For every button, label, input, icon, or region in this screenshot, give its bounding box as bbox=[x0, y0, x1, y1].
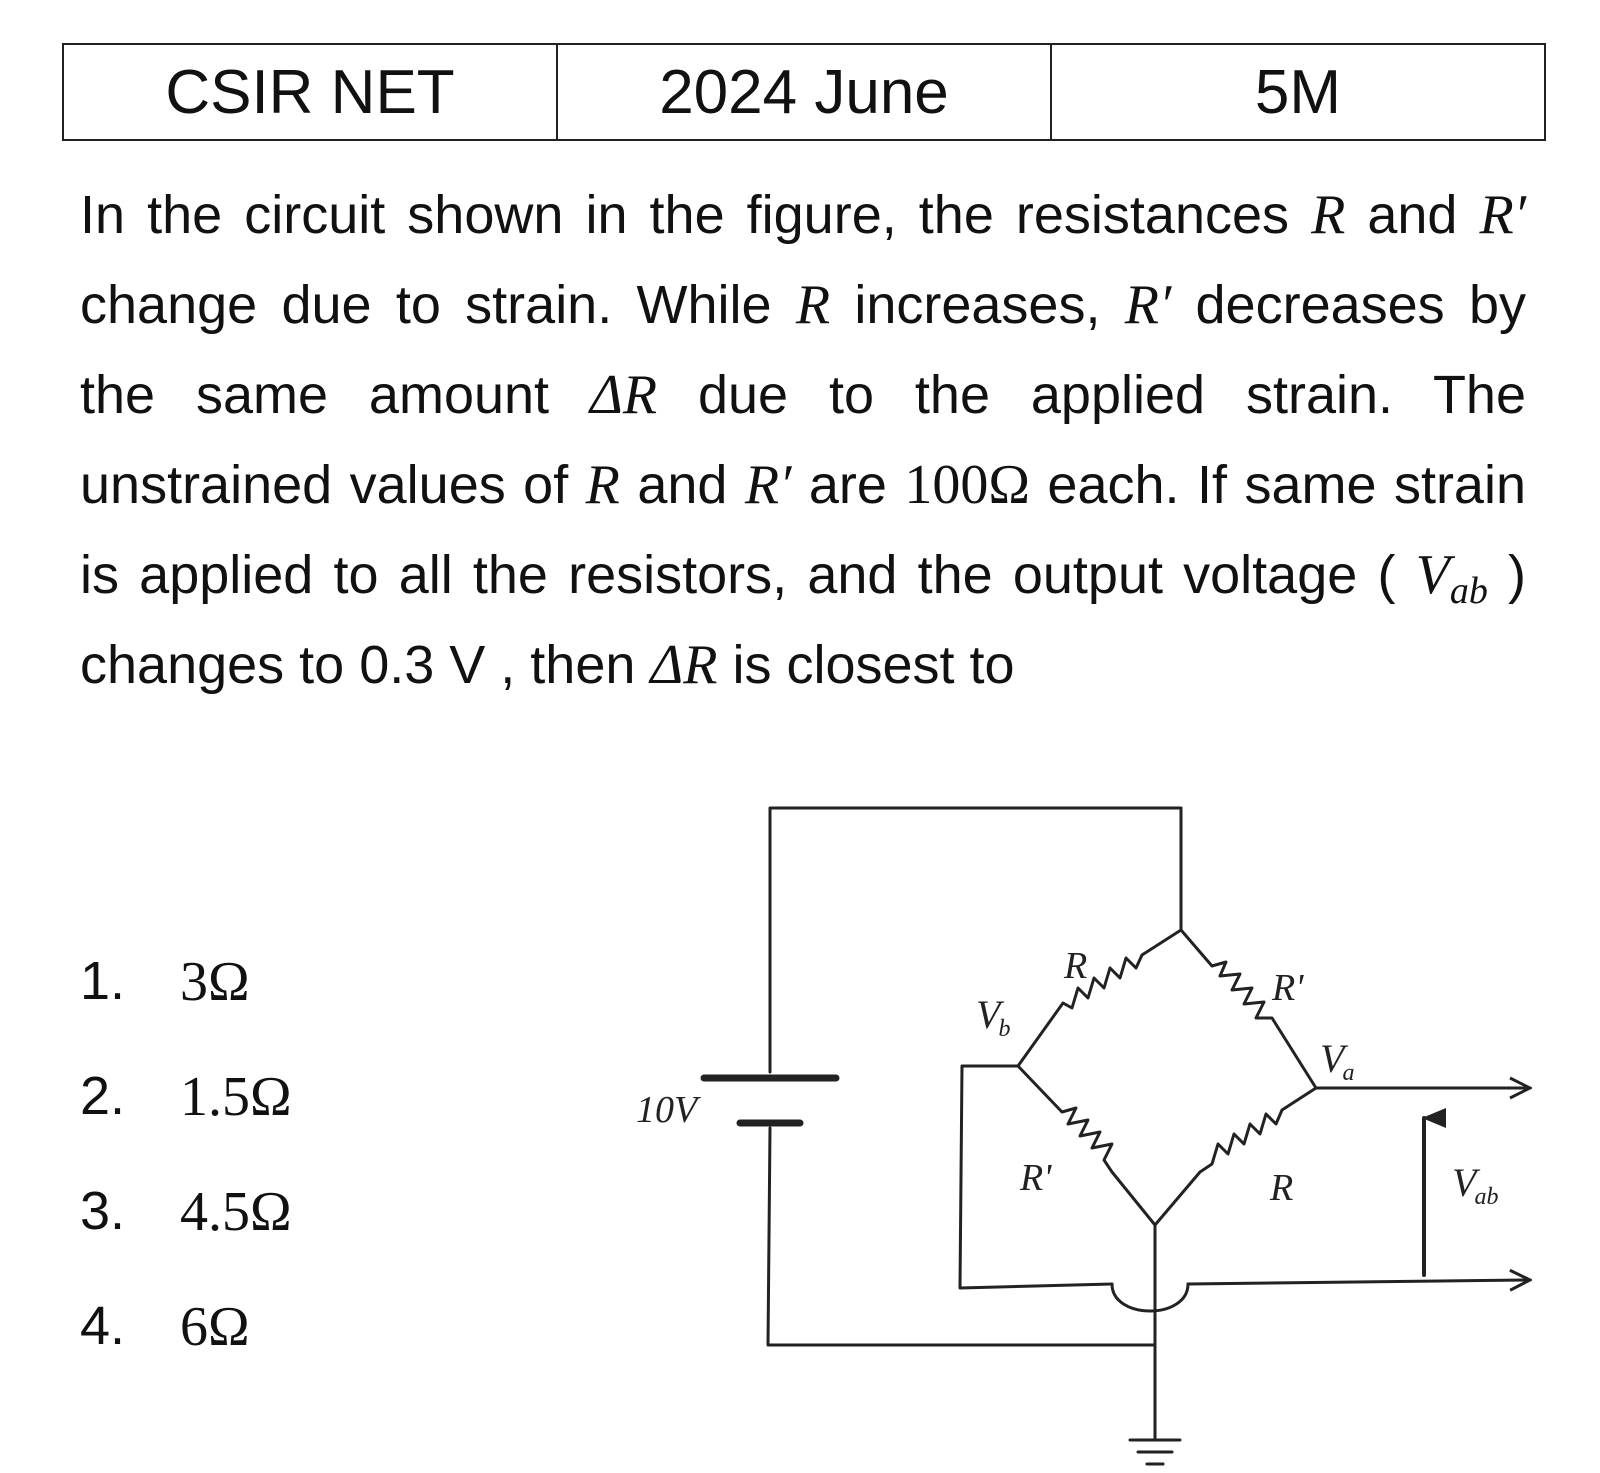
option-2[interactable]: 2. 1.5Ω bbox=[80, 1065, 580, 1180]
option-4[interactable]: 4. 6Ω bbox=[80, 1295, 580, 1410]
math-symbol: R′ bbox=[744, 454, 792, 516]
question-fragment: increases, bbox=[830, 275, 1125, 335]
label-r-top-right: R' bbox=[1271, 967, 1304, 1009]
exam-session: 2024 June bbox=[556, 43, 1052, 141]
resistor-bottom-left bbox=[1016, 1064, 1157, 1227]
resistor-bottom-right bbox=[1153, 1086, 1318, 1227]
header-row: CSIR NET 2024 June 5M bbox=[62, 43, 1546, 141]
label-va-main: V bbox=[1320, 1036, 1349, 1081]
option-number: 3. bbox=[80, 1181, 126, 1241]
question-fragment: change due to strain. While bbox=[80, 275, 796, 335]
label-r-bottom-right: R bbox=[1269, 1167, 1293, 1209]
option-3[interactable]: 3. 4.5Ω bbox=[80, 1180, 580, 1295]
math-value: 100Ω bbox=[904, 454, 1030, 516]
question-fragment: each. If same strain is applied to all t… bbox=[80, 455, 1526, 605]
voltage-subscript: ab bbox=[1449, 570, 1488, 612]
option-number: 1. bbox=[80, 951, 126, 1011]
label-r-top-left: R bbox=[1063, 945, 1087, 987]
question-fragment: and bbox=[619, 455, 745, 515]
voltage-symbol: V bbox=[1415, 544, 1450, 606]
option-1[interactable]: 1. 3Ω bbox=[80, 950, 580, 1065]
math-symbol: R bbox=[795, 274, 831, 336]
option-value: 6Ω bbox=[180, 1296, 250, 1358]
math-symbol: R′ bbox=[1124, 274, 1172, 336]
question-fragment: are bbox=[791, 455, 905, 515]
option-number: 2. bbox=[80, 1066, 126, 1126]
battery-label: 10V bbox=[636, 1089, 701, 1131]
question-fragment: and bbox=[1345, 185, 1480, 245]
wire-battery-bottom bbox=[766, 1126, 1157, 1347]
wire-vb-output bbox=[1186, 1280, 1530, 1284]
option-value: 3Ω bbox=[180, 951, 250, 1013]
label-vab: Vab bbox=[1452, 1160, 1498, 1210]
question-fragment: is closest to bbox=[717, 635, 1015, 695]
wire-crossover-hop bbox=[1110, 1282, 1190, 1313]
wire-vb-tap bbox=[958, 1064, 1114, 1290]
label-vb-sub: b bbox=[998, 1016, 1010, 1042]
math-symbol: ΔR bbox=[650, 634, 718, 696]
question-fragment: ) changes to 0.3 V , then bbox=[80, 545, 1526, 695]
label-vab-main: V bbox=[1452, 1160, 1481, 1205]
math-symbol: ΔR bbox=[589, 364, 658, 426]
label-vb-main: V bbox=[976, 992, 1005, 1037]
resistor-top-right bbox=[1179, 928, 1318, 1090]
math-symbol: R bbox=[585, 454, 620, 516]
answer-options: 1. 3Ω 2. 1.5Ω 3. 4.5Ω 4. 6Ω bbox=[80, 950, 580, 1410]
question-fragment: due to the applied strain. The unstraine… bbox=[80, 365, 1526, 515]
math-symbol: R′ bbox=[1479, 184, 1526, 246]
label-va: Va bbox=[1320, 1036, 1354, 1086]
label-r-bottom-left: R' bbox=[1019, 1157, 1052, 1199]
math-symbol: R bbox=[1311, 184, 1346, 246]
label-vab-sub: ab bbox=[1474, 1184, 1498, 1210]
option-value: 1.5Ω bbox=[180, 1066, 292, 1128]
question-fragment: In the circuit shown in the figure, the … bbox=[80, 185, 1312, 245]
wire-top bbox=[768, 806, 1183, 1074]
label-va-sub: a bbox=[1342, 1060, 1354, 1086]
question-text: In the circuit shown in the figure, the … bbox=[80, 170, 1526, 710]
header-table: CSIR NET 2024 June 5M bbox=[62, 43, 1546, 141]
option-number: 4. bbox=[80, 1296, 126, 1356]
label-vb: Vb bbox=[976, 992, 1010, 1042]
question-fragment: decreases by the same amount bbox=[80, 275, 1526, 425]
resistor-top-left bbox=[1016, 928, 1183, 1068]
question-marks: 5M bbox=[1050, 43, 1546, 141]
math-symbol: Vab bbox=[1415, 544, 1488, 610]
exam-name: CSIR NET bbox=[62, 43, 558, 141]
option-value: 4.5Ω bbox=[180, 1181, 292, 1243]
